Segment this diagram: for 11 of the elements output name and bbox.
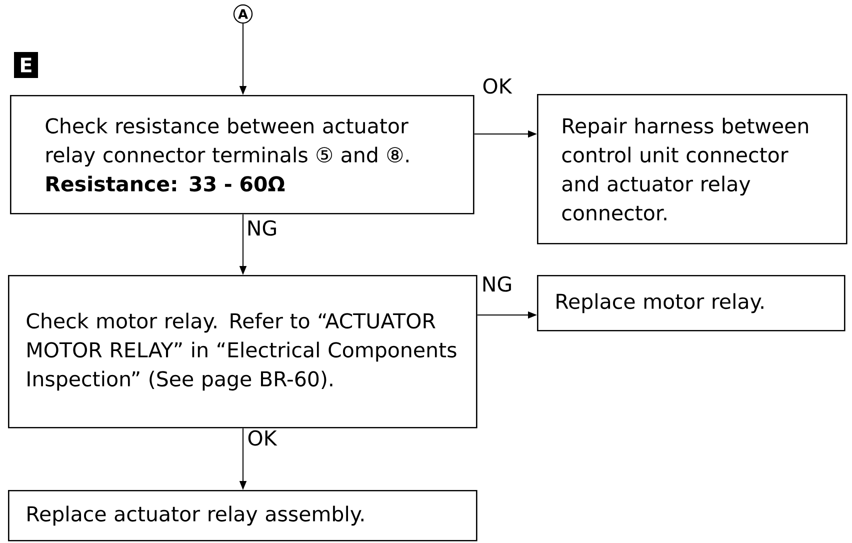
edge-label: NG (480, 275, 514, 293)
edge-label: OK (481, 77, 513, 95)
process-box: Replace motor relay. (537, 275, 846, 332)
process-box: Check resistance between actuator relay connector terminals ⑤ and ⑧. Resistance: 33 - 60Ω (10, 95, 474, 214)
process-box: Check motor relay. Refer to “ACTUATOR MOTOR RELAY” in “Electrical Components Inspection” (See page BR-60). (8, 275, 478, 428)
section-letter: E (14, 52, 38, 78)
connector-label: A (233, 4, 253, 24)
process-box: Replace actuator relay assembly. (8, 490, 478, 542)
edge-label: OK (246, 429, 278, 447)
edge-label: NG (245, 219, 279, 237)
process-box: Repair harness between control unit connector and actuator relay connector. (537, 94, 848, 244)
